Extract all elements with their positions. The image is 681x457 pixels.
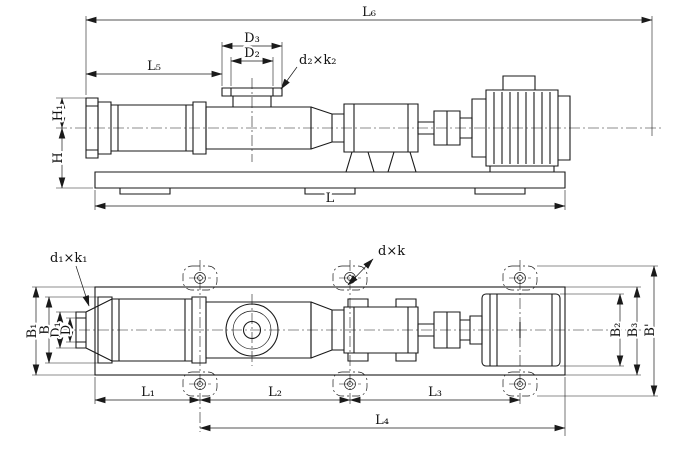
bearing-housing-plan [310, 298, 419, 362]
dim-label-l: L [326, 191, 335, 206]
dim-label-l3: L₃ [428, 385, 442, 400]
bearing-housing-side [310, 103, 419, 173]
leader-dk [347, 258, 374, 286]
casing-plan [97, 296, 207, 364]
discharge-flange-bolt-circle [232, 310, 272, 350]
dim-label-b1: B₁ [25, 324, 40, 339]
top-view-extension-lines [56, 16, 653, 210]
lug-bottom-1 [182, 371, 218, 397]
dim-label-b-prime: B' [643, 323, 658, 336]
foundation-lugs [182, 265, 538, 397]
motor-terminal-box-side [502, 75, 536, 91]
dim-label-l1: L₁ [141, 385, 155, 400]
baseplate-plan [94, 286, 566, 376]
pump-casing-side [97, 101, 207, 155]
dim-label-h: H [51, 152, 66, 163]
discharge-port-circle [242, 320, 262, 340]
dim-label-l6: L₆ [362, 5, 376, 20]
coupling-side [417, 110, 473, 146]
dim-label-l5: L₅ [147, 59, 161, 74]
dim-label-b3: B₃ [626, 323, 641, 338]
lug-bottom-2 [332, 371, 368, 397]
coupling-plan [417, 311, 483, 349]
dim-label-d3: D₃ [244, 31, 260, 46]
dim-label-dk: d×k [378, 244, 405, 259]
dim-label-d2k2: d₂×k₂ [299, 53, 337, 68]
lug-top-1 [182, 265, 218, 291]
lug-centerlines [199, 260, 521, 432]
dim-label-d-plan: D [59, 325, 74, 335]
dim-label-b: B [38, 325, 53, 335]
leader-d1k1 [75, 265, 90, 307]
motor-plan-details [489, 294, 553, 366]
discharge-flange-outer-circle [225, 303, 279, 357]
dim-label-h1: H₁ [51, 105, 66, 122]
motor-side [471, 89, 571, 173]
lug-top-3 [502, 265, 538, 291]
suction-plan [75, 298, 113, 362]
dim-label-d1-plan: D₁ [49, 322, 64, 338]
discharge-body-side [205, 87, 312, 150]
motor-plan [481, 293, 561, 367]
lug-hole-cross-ticks [189, 277, 531, 385]
suction-flange-side [85, 97, 99, 159]
dim-label-b2: B₂ [609, 323, 624, 338]
baseplate-side [94, 171, 566, 195]
lug-bottom-3 [502, 371, 538, 397]
plan-view-extension-lines [32, 265, 658, 436]
top-view: L₆ D₃ D₂ L₅ d₂×k₂ H₁ H L [49, 3, 664, 210]
dim-label-l2: L₂ [268, 385, 282, 400]
dim-label-d2: D₂ [244, 46, 260, 61]
dim-label-d1k1: d₁×k₁ [50, 251, 88, 266]
dim-label-l4: L₄ [375, 413, 389, 428]
plan-view: d₁×k₁ d×k B₁ B D₁ D B₂ B₃ B' L₁ L₂ L₃ L₄ [23, 242, 660, 436]
leader-d2k2 [280, 66, 298, 90]
